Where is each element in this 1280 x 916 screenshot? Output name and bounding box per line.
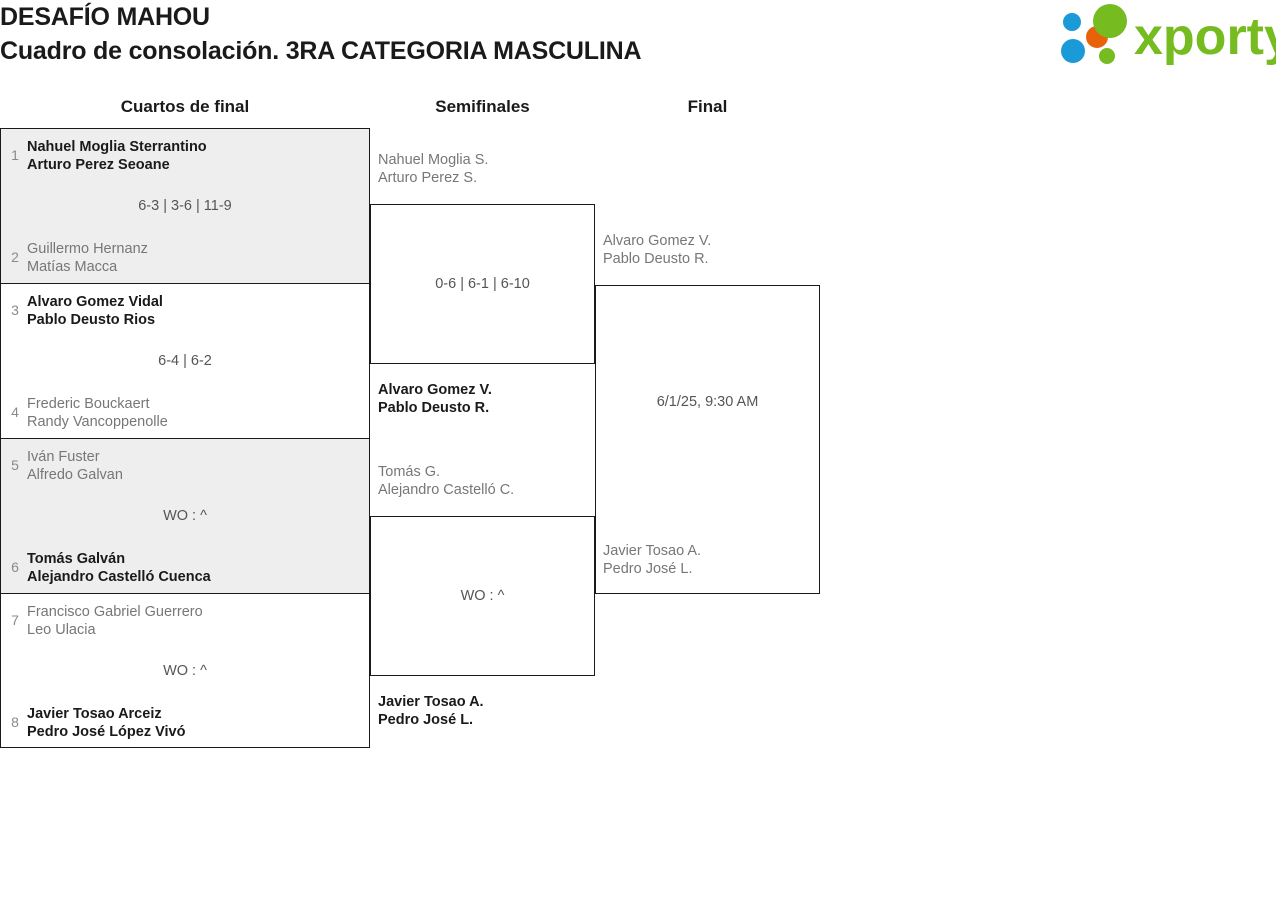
match-qf-3[interactable]: 5 Iván Fuster Alfredo Galvan WO : ^ 6 To…: [0, 438, 370, 593]
team-name: Nahuel Moglia S. Arturo Perez S.: [378, 152, 489, 186]
seed-number: 6: [11, 559, 19, 575]
team-name: Iván Fuster Alfredo Galvan: [27, 449, 123, 483]
match-score: WO : ^: [460, 588, 505, 604]
round-header-quarterfinals: Cuartos de final: [120, 97, 250, 116]
column-quarterfinals: 1 Nahuel Moglia Sterrantino Arturo Perez…: [0, 128, 370, 748]
seed-number: 5: [11, 457, 19, 473]
match-score: 0-6 | 6-1 | 6-10: [435, 276, 530, 292]
match-final[interactable]: Alvaro Gomez V. Pablo Deusto R. 6/1/25, …: [595, 233, 820, 594]
round-header-semifinals: Semifinales: [435, 97, 530, 116]
team-name: Alvaro Gomez V. Pablo Deusto R.: [603, 233, 712, 267]
team-name: Nahuel Moglia Sterrantino Arturo Perez S…: [27, 139, 207, 173]
match-sf-2[interactable]: Tomás G. Alejandro Castelló C. WO : ^ Ja…: [370, 464, 595, 728]
tournament-name: DESAFÍO MAHOU: [0, 3, 210, 31]
team-name: Javier Tosao Arceiz Pedro José López Viv…: [27, 706, 186, 740]
match-qf-2[interactable]: 3 Alvaro Gomez Vidal Pablo Deusto Rios 6…: [0, 283, 370, 438]
team-name: Tomás Galván Alejandro Castelló Cuenca: [27, 551, 211, 585]
match-qf-4[interactable]: 7 Francisco Gabriel Guerrero Leo Ulacia …: [0, 593, 370, 748]
seed-number: 8: [11, 714, 19, 730]
seed-number: 3: [11, 302, 19, 318]
team-name: Guillermo Hernanz Matías Macca: [27, 241, 148, 275]
team-name: Frederic Bouckaert Randy Vancoppenolle: [27, 396, 168, 430]
xporty-logo[interactable]: xporty: [1050, 4, 1276, 68]
match-score: WO : ^: [163, 663, 207, 679]
bracket-subtitle: Cuadro de consolación. 3RA CATEGORIA MAS…: [0, 37, 642, 65]
team-name: Alvaro Gomez V. Pablo Deusto R.: [378, 382, 492, 416]
round-header-final: Final: [687, 97, 728, 116]
team-name: Tomás G. Alejandro Castelló C.: [378, 464, 515, 498]
team-name: Alvaro Gomez Vidal Pablo Deusto Rios: [27, 294, 163, 328]
seed-number: 4: [11, 404, 19, 420]
seed-number: 7: [11, 612, 19, 628]
logo-wordmark: xporty: [1134, 8, 1276, 66]
match-schedule: 6/1/25, 9:30 AM: [656, 394, 759, 410]
seed-number: 1: [11, 147, 19, 163]
team-name: Javier Tosao A. Pedro José L.: [603, 543, 702, 577]
match-score: 6-3 | 3-6 | 11-9: [138, 198, 232, 214]
match-sf-1[interactable]: Nahuel Moglia S. Arturo Perez S. 0-6 | 6…: [370, 152, 595, 416]
logo-dots-icon: [1061, 4, 1127, 64]
page-title: DESAFÍO MAHOU Cuadro de consolación. 3RA…: [0, 0, 642, 68]
match-score: WO : ^: [163, 508, 207, 524]
match-score: 6-4 | 6-2: [158, 353, 212, 369]
team-name: Javier Tosao A. Pedro José L.: [378, 694, 484, 728]
match-qf-1[interactable]: 1 Nahuel Moglia Sterrantino Arturo Perez…: [0, 128, 370, 283]
team-name: Francisco Gabriel Guerrero Leo Ulacia: [27, 604, 203, 638]
seed-number: 2: [11, 249, 19, 265]
